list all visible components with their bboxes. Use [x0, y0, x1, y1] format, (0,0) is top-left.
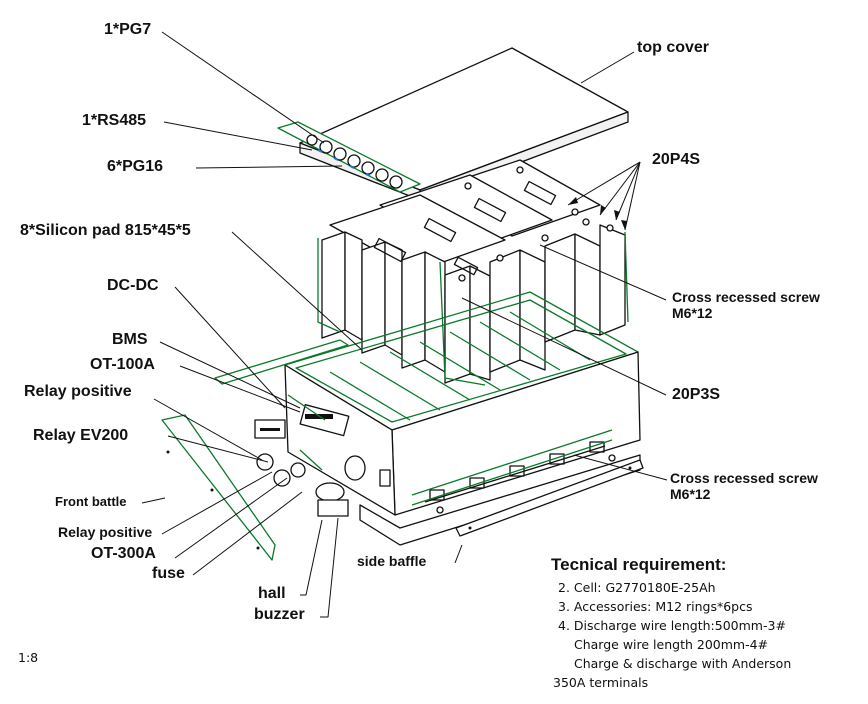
- requirements-list: 2. Cell: G2770180E-25Ah 3. Accessories: …: [553, 578, 792, 692]
- requirement-item: Charge & discharge with Anderson: [574, 656, 792, 671]
- label-pg16: 6*PG16: [107, 158, 164, 175]
- label-20p4s: 20P4S: [652, 151, 701, 168]
- label-20p3s: 20P3S: [672, 386, 721, 403]
- label-rs485: 1*RS485: [82, 112, 147, 129]
- label-dc-dc: DC-DC: [107, 277, 159, 294]
- connector-plate: [277, 121, 421, 193]
- main-enclosure: [214, 291, 641, 546]
- battery-modules: [317, 159, 629, 386]
- requirement-item: Charge wire length 200mm-4#: [574, 637, 769, 652]
- requirement-item: 4. Discharge wire length:500mm-3#: [558, 618, 786, 633]
- label-ot100a: OT-100A: [90, 356, 155, 373]
- requirement-item: 3. Accessories: M12 rings*6pcs: [558, 599, 753, 614]
- side-baffle-part: [455, 459, 644, 537]
- requirements-title: Tecnical requirement:: [551, 555, 727, 574]
- label-buzzer: buzzer: [254, 606, 305, 623]
- front-components: [254, 394, 391, 517]
- label-front-battle: Front battle: [55, 494, 127, 509]
- label-pg7: 1*PG7: [104, 21, 152, 38]
- requirement-item: 350A terminals: [553, 675, 649, 690]
- leader-arrowheads: [568, 197, 627, 230]
- label-hall: hall: [258, 585, 286, 602]
- label-cross-screw-bottom: Cross recessed screw: [670, 470, 818, 486]
- label-ot300a: OT-300A: [91, 545, 156, 562]
- label-cross-screw-bottom-size: M6*12: [670, 486, 711, 502]
- requirement-item: 2. Cell: G2770180E-25Ah: [558, 580, 716, 595]
- label-cross-screw-top: Cross recessed screw: [672, 289, 820, 305]
- label-relay-positive-top: Relay positive: [24, 383, 132, 400]
- scale-note: 1:8: [18, 650, 39, 665]
- label-side-baffle: side baffle: [357, 553, 427, 569]
- label-bms: BMS: [112, 331, 148, 348]
- label-relay-positive-bottom: Relay positive: [58, 524, 153, 540]
- label-fuse: fuse: [152, 565, 185, 582]
- label-silicon-pad: 8*Silicon pad 815*45*5: [20, 222, 191, 239]
- label-cross-screw-top-size: M6*12: [672, 305, 713, 321]
- front-battle-panel: [161, 414, 276, 561]
- label-top-cover: top cover: [637, 39, 710, 56]
- label-relay-ev200: Relay EV200: [33, 427, 129, 444]
- leader-lines: [141, 31, 668, 618]
